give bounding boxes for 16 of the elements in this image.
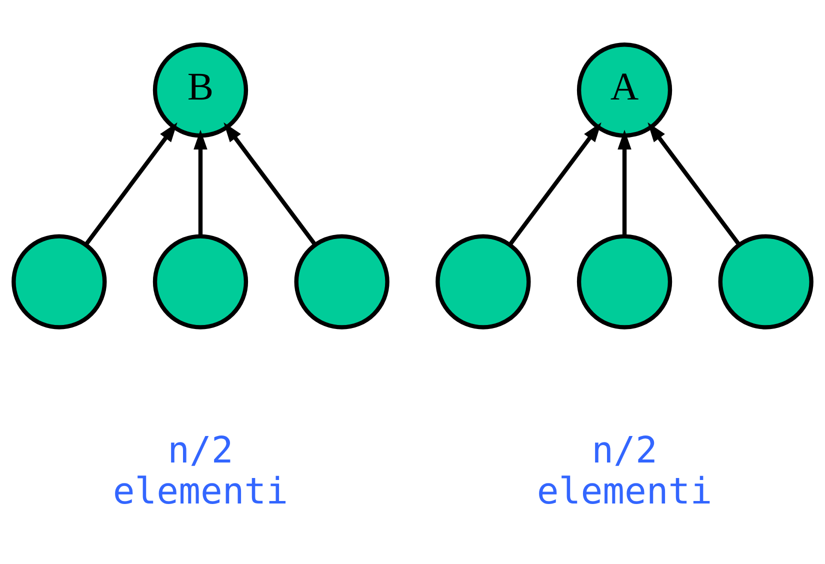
- node-circle: B: [152, 42, 248, 138]
- node-circle: [436, 234, 531, 329]
- arrow: [224, 122, 317, 246]
- arrow: [194, 129, 208, 236]
- node-circle: [718, 234, 814, 329]
- arrow: [648, 122, 741, 246]
- label: n/2 elementi: [536, 428, 712, 512]
- arrow: [84, 122, 178, 246]
- node-circle: [576, 234, 672, 329]
- node-circle: [152, 234, 248, 329]
- label: n/2 elementi: [112, 428, 288, 512]
- arrow: [618, 129, 632, 236]
- arrow: [508, 122, 602, 246]
- node-circle: [12, 234, 107, 329]
- node-circle: [294, 234, 390, 329]
- node-circle: A: [576, 42, 672, 138]
